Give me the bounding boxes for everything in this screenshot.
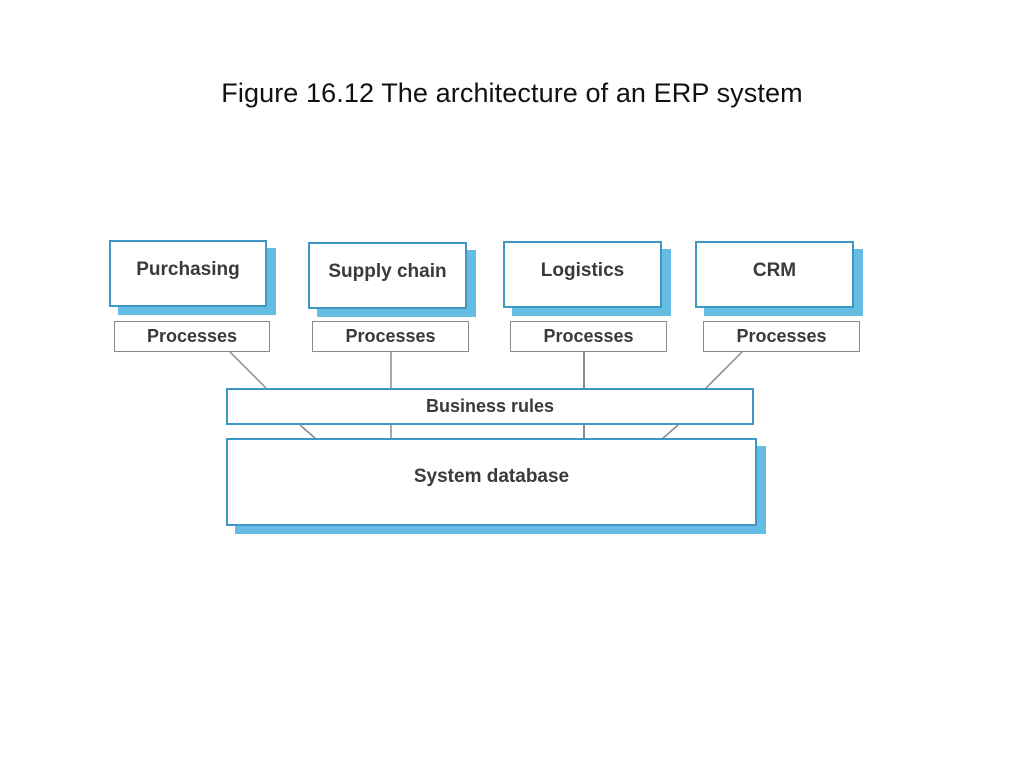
module-box-crm: CRM	[695, 241, 854, 308]
system-database-label: System database	[413, 466, 570, 487]
process-label: Processes	[345, 326, 436, 346]
module-label: Logistics	[540, 259, 625, 281]
connector-line	[299, 424, 317, 440]
module-label: Purchasing	[136, 258, 240, 280]
module-box-supply-chain: Supply chain	[308, 242, 467, 309]
business-rules-box: Business rules	[226, 388, 754, 425]
process-box: Processes	[703, 321, 860, 352]
process-box: Processes	[114, 321, 270, 352]
connector-line	[705, 351, 743, 389]
connector-line	[661, 424, 679, 440]
process-box: Processes	[312, 321, 469, 352]
connector-line	[229, 351, 267, 389]
process-label: Processes	[543, 326, 634, 346]
system-database-box: System database	[226, 438, 757, 526]
module-label: Supply chain	[328, 260, 447, 282]
business-rules-label: Business rules	[425, 396, 555, 416]
process-box: Processes	[510, 321, 667, 352]
module-box-purchasing: Purchasing	[109, 240, 267, 307]
process-label: Processes	[146, 326, 238, 346]
process-label: Processes	[736, 326, 827, 346]
module-box-logistics: Logistics	[503, 241, 662, 308]
module-label: CRM	[752, 259, 797, 281]
slide-title: Figure 16.12 The architecture of an ERP …	[221, 78, 803, 108]
